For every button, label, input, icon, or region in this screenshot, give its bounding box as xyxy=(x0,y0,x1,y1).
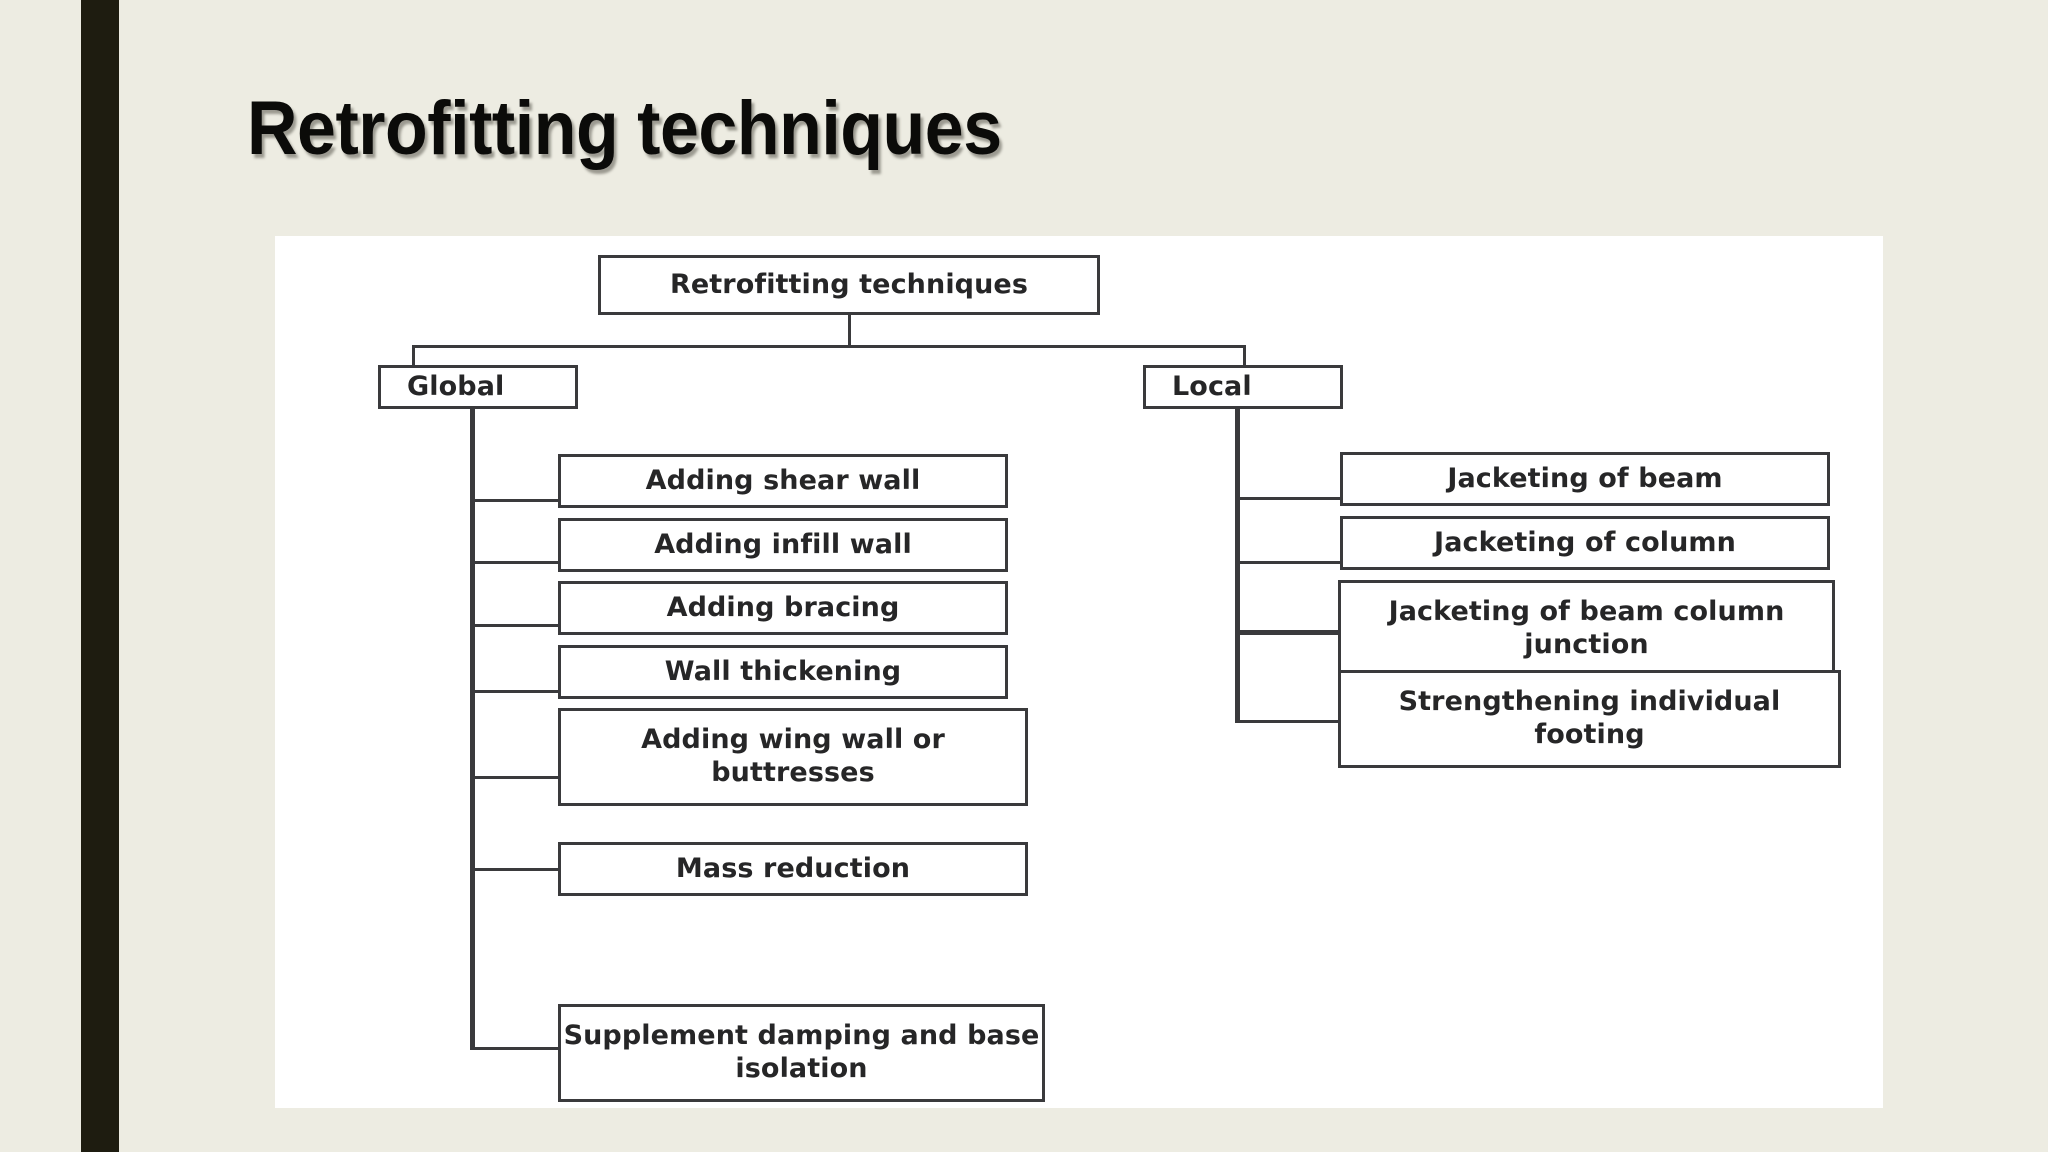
edge-drop-local xyxy=(1243,345,1246,365)
left-margin-strip xyxy=(0,0,81,1152)
node-global-child-3[interactable]: Adding bracing xyxy=(558,581,1008,635)
node-local-child-3-label: Jacketing of beam column junction xyxy=(1388,596,1785,660)
node-root[interactable]: Retrofitting techniques xyxy=(598,255,1100,315)
edge-global-child-6 xyxy=(470,868,560,871)
edge-local-child-4 xyxy=(1235,720,1343,723)
node-branch-local[interactable]: Local xyxy=(1143,365,1343,409)
node-local-child-3[interactable]: Jacketing of beam column junction xyxy=(1338,580,1835,678)
diagram-canvas: Retrofitting techniques Global Local xyxy=(275,236,1883,1108)
node-global-child-1[interactable]: Adding shear wall xyxy=(558,454,1008,508)
node-global-child-6-label: Mass reduction xyxy=(675,852,911,884)
edge-root-spread xyxy=(412,345,1246,348)
edge-local-child-1 xyxy=(1235,497,1343,500)
node-global-child-5-label: Adding wing wall or buttresses xyxy=(641,724,945,788)
edge-local-child-2 xyxy=(1235,561,1343,564)
node-branch-global-label: Global xyxy=(407,370,505,402)
node-global-child-4[interactable]: Wall thickening xyxy=(558,645,1008,699)
page-title: Retrofitting techniques xyxy=(247,86,1002,171)
node-branch-local-label: Local xyxy=(1172,370,1252,402)
node-global-child-6[interactable]: Mass reduction xyxy=(558,842,1028,896)
node-global-child-5[interactable]: Adding wing wall or buttresses xyxy=(558,708,1028,806)
edge-drop-global xyxy=(412,345,415,365)
edge-global-child-5 xyxy=(470,776,560,779)
node-global-child-2-label: Adding infill wall xyxy=(654,528,912,560)
edge-local-trunk-upper xyxy=(1235,409,1240,723)
node-local-child-4[interactable]: Strengthening individual footing xyxy=(1338,670,1841,768)
node-local-child-4-label: Strengthening individual footing xyxy=(1398,686,1781,750)
node-global-child-7-label: Supplement damping and base isolation xyxy=(563,1020,1040,1084)
node-global-child-1-label: Adding shear wall xyxy=(645,464,921,496)
edge-root-stem xyxy=(848,315,851,345)
edge-global-child-7 xyxy=(470,1047,560,1050)
edge-global-trunk xyxy=(470,409,475,1050)
node-global-child-4-label: Wall thickening xyxy=(664,655,902,687)
diagram-panel: Retrofitting techniques Global Local xyxy=(275,236,1883,1108)
node-root-label: Retrofitting techniques xyxy=(669,268,1029,300)
edge-global-child-2 xyxy=(470,561,560,564)
left-accent-bar xyxy=(81,0,119,1152)
edge-local-child-3 xyxy=(1235,630,1343,635)
node-local-child-1-label: Jacketing of beam xyxy=(1447,462,1723,494)
edge-global-child-1 xyxy=(470,499,560,502)
node-branch-global[interactable]: Global xyxy=(378,365,578,409)
edge-global-child-3 xyxy=(470,624,560,627)
node-local-child-1[interactable]: Jacketing of beam xyxy=(1340,452,1830,506)
node-global-child-3-label: Adding bracing xyxy=(666,591,900,623)
node-local-child-2[interactable]: Jacketing of column xyxy=(1340,516,1830,570)
edge-global-child-4 xyxy=(470,690,560,693)
node-global-child-2[interactable]: Adding infill wall xyxy=(558,518,1008,572)
node-global-child-7[interactable]: Supplement damping and base isolation xyxy=(558,1004,1045,1102)
node-local-child-2-label: Jacketing of column xyxy=(1434,526,1736,558)
